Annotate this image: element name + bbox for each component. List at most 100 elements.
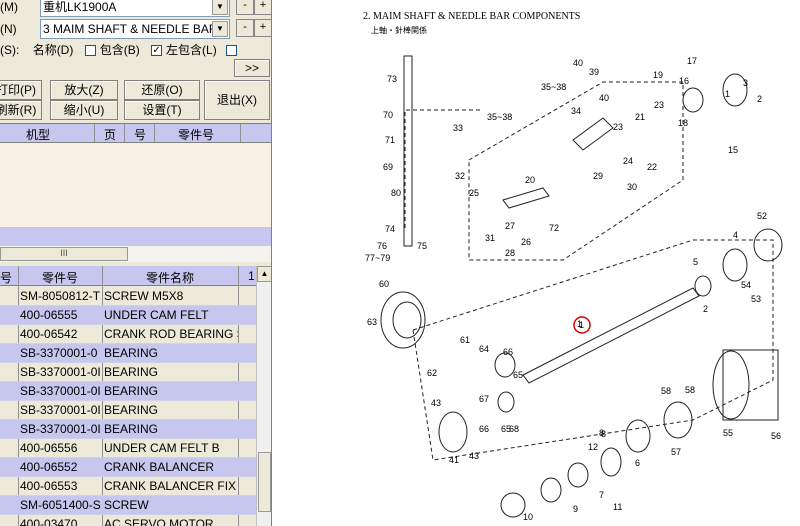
part-name-cell: UNDER CAM FELT B [104, 441, 220, 455]
page-plus-button[interactable]: + [254, 19, 271, 37]
group-outline [412, 239, 774, 461]
part-number-label: 19 [653, 70, 663, 80]
print-button[interactable]: 打印(P) [0, 80, 42, 100]
page-select[interactable]: 3 MAIM SHAFT & NEEDLE BAR ▼ [40, 19, 230, 39]
part-number-label: 65 [513, 370, 523, 380]
part-number-label: 66 [503, 347, 513, 357]
servo-motor [722, 349, 779, 421]
bearing [600, 447, 622, 477]
part-number-label: 57 [671, 447, 681, 457]
exit-button[interactable]: 退出(X) [204, 80, 270, 120]
part-name-cell: BEARING [104, 365, 159, 379]
part-number-label: 1 [725, 89, 730, 99]
col-part-no: 零件号 [178, 128, 215, 142]
needle-bar [403, 55, 413, 247]
group-outline [404, 109, 483, 228]
zoom-out-button[interactable]: 缩小(U) [50, 100, 118, 120]
scroll-up-icon[interactable]: ▲ [257, 266, 271, 282]
part-number-label: 32 [455, 171, 465, 181]
part-number-label: 66 [479, 424, 489, 434]
horizontal-scrollbar[interactable]: III [0, 246, 271, 262]
part-number-cell: SB-3370001-0I [20, 384, 101, 398]
chevron-down-icon[interactable]: ▼ [212, 0, 228, 15]
part-number-label: 67 [479, 394, 489, 404]
part-number-label: 77~79 [365, 253, 390, 263]
table-row[interactable]: 400-06542 CRANK ROD BEARING S [0, 325, 256, 344]
part-number-label: 71 [385, 135, 395, 145]
refresh-button[interactable]: 刷新(R) [0, 100, 42, 120]
vertical-scrollbar[interactable]: ▲ [256, 266, 271, 526]
model-plus-button[interactable]: + [254, 0, 271, 15]
scroll-thumb[interactable] [258, 452, 271, 512]
part-number-label: 22 [647, 162, 657, 172]
part-number-label: 61 [460, 335, 470, 345]
parts-table-header: 号 零件号 零件名称 1 [0, 266, 256, 286]
column-divider [240, 124, 241, 142]
part-number-label: 76 [377, 241, 387, 251]
next-button[interactable]: >> [234, 59, 270, 77]
part-number-label: 3 [743, 78, 748, 88]
restore-button[interactable]: 还原(O) [124, 80, 200, 100]
chevron-down-icon[interactable]: ▼ [212, 21, 228, 37]
part-name-cell: BEARING [104, 403, 159, 417]
parts-diagram[interactable]: 2. MAIM SHAFT & NEEDLE BAR COMPONENTS 上軸… [273, 0, 800, 526]
part-number-label: 40 [599, 93, 609, 103]
part-number-label: 17 [687, 56, 697, 66]
part-number-label: 62 [427, 368, 437, 378]
part-number-label: 10 [523, 512, 533, 522]
part-number-label: 34 [571, 106, 581, 116]
part-number-label: 9 [573, 504, 578, 514]
model-select-value: 重机LK1900A [43, 0, 117, 14]
part-number-label: 60 [379, 279, 389, 289]
part-number-label: 33 [453, 123, 463, 133]
upper-table-selected-row[interactable] [0, 227, 271, 246]
settings-button[interactable]: 设置(T) [124, 100, 200, 120]
page-minus-button[interactable]: - [236, 19, 254, 37]
search-options-row: (S): 名称(D) 包含(B) ✓左包含(L) [0, 41, 241, 58]
part-number-label: 18 [678, 118, 688, 128]
part-number-label: 8 [599, 428, 604, 438]
wheel [722, 73, 748, 107]
part-number-label: 40 [573, 58, 583, 68]
bearing [625, 419, 651, 453]
col-part-no: 零件号 [42, 271, 79, 285]
part-number-label: 65 [501, 424, 511, 434]
part-number-cell: 400-03470 [20, 517, 78, 526]
bearing [567, 462, 589, 488]
left-include-checkbox[interactable]: ✓ [151, 45, 163, 57]
part-number-cell: SM-6051400-S [20, 498, 101, 512]
part-name-cell: BEARING [104, 384, 159, 398]
zoom-in-button[interactable]: 放大(Z) [50, 80, 118, 100]
part-number-cell: 400-06542 [20, 327, 78, 341]
part-number-label: 70 [383, 110, 393, 120]
bearing [500, 492, 526, 518]
part-number-cell: SB-3370001-0I [20, 403, 101, 417]
extra-checkbox[interactable] [226, 45, 238, 57]
bearing [540, 477, 562, 503]
highlight-label: 1 [579, 320, 584, 330]
model-select[interactable]: 重机LK1900A ▼ [40, 0, 230, 17]
include-checkbox[interactable] [84, 45, 96, 57]
part-number-label: 20 [525, 175, 535, 185]
model-minus-button[interactable]: - [236, 0, 254, 15]
part-number-label: 2 [757, 94, 762, 104]
part-number-label: 2 [703, 304, 708, 314]
scroll-thumb[interactable]: III [0, 247, 128, 261]
upper-table-body[interactable] [0, 143, 271, 227]
part-name-cell: CRANK ROD BEARING S [104, 327, 238, 341]
part-number-cell: SB-3370001-0I [20, 365, 101, 379]
